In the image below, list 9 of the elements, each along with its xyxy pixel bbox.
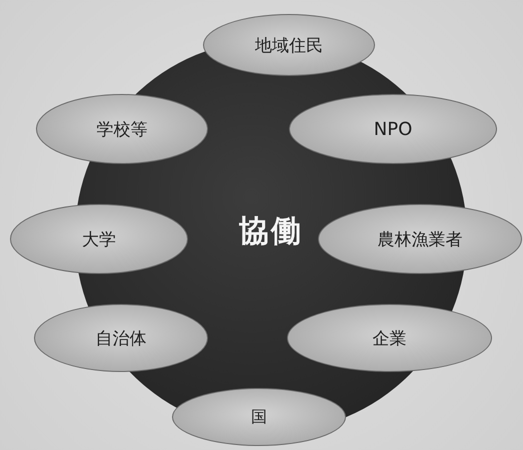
- oval-label: 自治体: [96, 328, 146, 350]
- oval-label: 地域住民: [255, 34, 323, 56]
- oval-label: 農林漁業者: [378, 228, 462, 250]
- oval-label: 大学: [82, 228, 116, 250]
- center-label: 協働: [239, 212, 303, 250]
- oval-label: 企業: [372, 328, 406, 350]
- oval-label: 国: [251, 406, 267, 428]
- oval-label: NPO: [374, 118, 412, 140]
- oval-label: 学校等: [96, 118, 148, 140]
